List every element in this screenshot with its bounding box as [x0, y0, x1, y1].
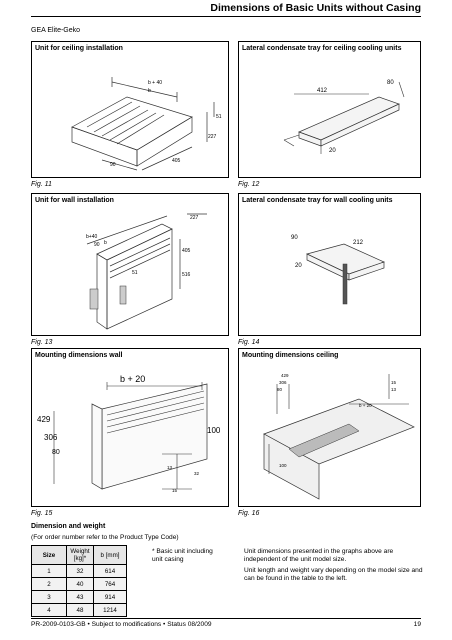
dimension-weight-table: Size Weight [kg]* b [mm] 1 32 614 2 40 7…	[31, 545, 127, 617]
brand-label: GEA Elite-Geko	[31, 27, 81, 34]
dim-15: 15	[172, 488, 178, 493]
dim-b40: b+40	[86, 234, 97, 240]
info-line: independent of the unit model size.	[244, 556, 347, 563]
panel-tray-wall: Lateral condensate tray for wall cooling…	[238, 193, 421, 336]
dim-13: 13	[391, 387, 397, 392]
info-line: Unit length and weight vary depending on…	[244, 567, 423, 574]
table-row: 1 32 614	[31, 564, 127, 578]
table-header-row: Size Weight [kg]* b [mm]	[31, 545, 127, 565]
section-subtitle: (For order number refer to the Product T…	[31, 534, 179, 541]
wall-mounting-drawing: b + 20 429 306 80 100 13 15 32	[37, 374, 221, 493]
panel-title: Unit for ceiling installation	[35, 45, 123, 52]
dim-405: 405	[182, 248, 191, 254]
dim-429: 429	[281, 373, 289, 378]
table-cell: 43	[66, 590, 94, 604]
panel-tray-ceiling: Lateral condensate tray for ceiling cool…	[238, 41, 421, 178]
table-cell: 48	[66, 603, 94, 617]
panel-title: Unit for wall installation	[35, 197, 114, 204]
dim-b20: b + 20	[359, 403, 372, 408]
dim-227: 227	[190, 215, 199, 221]
table-cell: 764	[93, 577, 127, 591]
dim-b40: b + 40	[148, 80, 162, 86]
ceiling-tray-drawing: 412 80 20	[283, 80, 405, 154]
dim-412: 412	[317, 88, 328, 94]
dim-80: 80	[277, 387, 283, 392]
panel-title: Mounting dimensions ceiling	[242, 352, 339, 359]
panel-title: Lateral condensate tray for ceiling cool…	[242, 45, 402, 52]
table-cell: 614	[93, 564, 127, 578]
figure-caption: Fig. 15	[31, 510, 53, 517]
dim-51: 51	[216, 114, 222, 120]
dim-429: 429	[37, 415, 51, 424]
table-header: Weight [kg]*	[66, 545, 94, 565]
page-title: Dimensions of Basic Units without Casing	[210, 2, 421, 14]
dim-b20: b + 20	[120, 374, 145, 384]
table-cell: 32	[66, 564, 94, 578]
table-cell: 2	[31, 577, 67, 591]
section-title: Dimension and weight	[31, 523, 106, 530]
dim-51: 51	[132, 270, 138, 276]
dim-405: 405	[172, 158, 181, 164]
info-line: can be found in the table to the left.	[244, 575, 348, 582]
dim-100: 100	[207, 426, 221, 435]
table-row: 2 40 764	[31, 577, 127, 591]
dim-80: 80	[52, 449, 60, 456]
figure-caption: Fig. 16	[238, 510, 260, 517]
table-cell: 4	[31, 603, 67, 617]
dim-306: 306	[44, 433, 58, 442]
dim-80: 80	[387, 80, 394, 86]
dim-15: 15	[391, 380, 397, 385]
dim-b: b	[104, 240, 107, 246]
dim-90: 90	[94, 242, 100, 248]
footnote-line: unit casing	[152, 556, 184, 563]
footer-rule	[31, 618, 421, 619]
footnote: * Basic unit including unit casing	[152, 548, 213, 564]
dim-227: 227	[208, 134, 217, 140]
table-row: 3 43 914	[31, 590, 127, 604]
footer-text: PR-2009-0103-GB • Subject to modificatio…	[31, 621, 212, 628]
panel-wall-installation: Unit for wall installation b+40 b 227 90…	[31, 193, 229, 336]
dim-100: 100	[279, 463, 287, 468]
dim-516: 516	[182, 272, 191, 278]
header-rule	[31, 16, 421, 17]
panel-mounting-ceiling: Mounting dimensions ceiling 429 306 80 1…	[238, 348, 421, 507]
wall-unit-drawing: b+40 b 227 90 405 51 516	[86, 213, 207, 330]
dim-20: 20	[329, 148, 336, 154]
dim-306: 306	[279, 380, 287, 385]
panel-title: Lateral condensate tray for wall cooling…	[242, 197, 393, 204]
table-cell: 3	[31, 590, 67, 604]
figure-caption: Fig. 12	[238, 181, 260, 188]
wall-tray-drawing: 90 212 20	[291, 235, 385, 305]
table-row: 4 48 1214	[31, 603, 127, 617]
table-cell: 1214	[93, 603, 127, 617]
table-cell: 914	[93, 590, 127, 604]
figure-caption: Fig. 11	[31, 181, 52, 188]
dim-32: 32	[194, 471, 200, 476]
dim-90: 90	[110, 162, 116, 168]
dim-20: 20	[295, 263, 302, 269]
panel-mounting-wall: Mounting dimensions wall b + 20 429 306 …	[31, 348, 229, 507]
footnote-line: * Basic unit including	[152, 548, 213, 555]
table-header: b [mm]	[93, 545, 127, 565]
ceiling-unit-drawing: b + 40 b 51 227 90 405	[71, 77, 222, 171]
figure-caption: Fig. 13	[31, 339, 53, 346]
figure-caption: Fig. 14	[238, 339, 260, 346]
table-header: Size	[31, 545, 67, 565]
panel-title: Mounting dimensions wall	[35, 352, 123, 359]
dim-90: 90	[291, 235, 298, 241]
info-text: Unit dimensions presented in the graphs …	[244, 548, 423, 583]
table-cell: 1	[31, 564, 67, 578]
panel-ceiling-installation: Unit for ceiling installation b + 40 b 5…	[31, 41, 229, 178]
info-line: Unit dimensions presented in the graphs …	[244, 548, 394, 555]
dim-b: b	[148, 88, 151, 94]
page-number: 19	[413, 621, 421, 628]
dim-212: 212	[353, 240, 364, 246]
ceiling-mounting-drawing: 429 306 80 15 13 b + 20 100	[263, 373, 415, 500]
table-cell: 40	[66, 577, 94, 591]
dim-13: 13	[167, 465, 173, 470]
